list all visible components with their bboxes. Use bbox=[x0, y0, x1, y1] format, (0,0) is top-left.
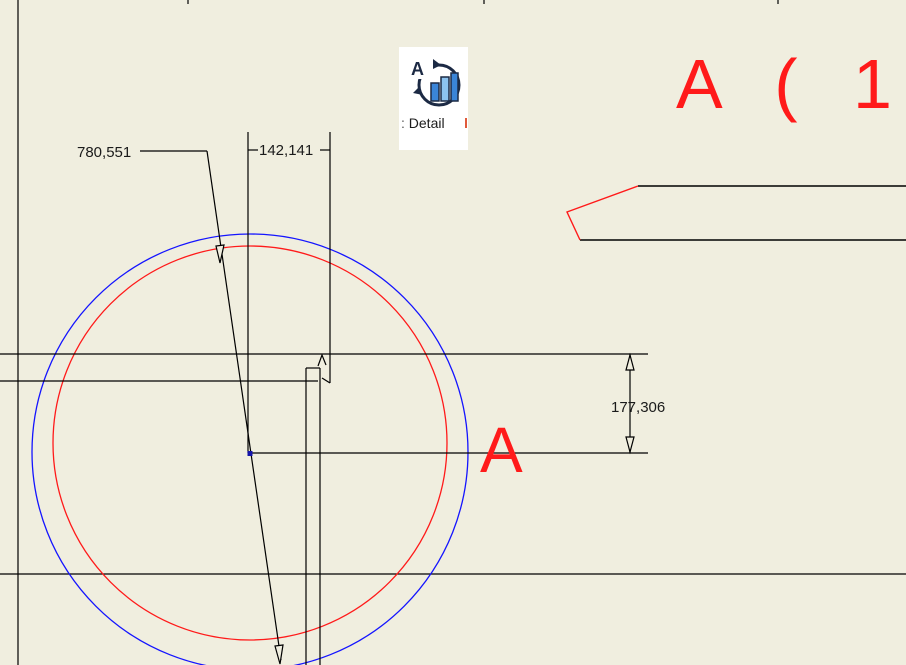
center-point[interactable] bbox=[247, 451, 253, 456]
diameter-dimension[interactable] bbox=[140, 150, 284, 665]
blade-contour[interactable] bbox=[566, 185, 906, 241]
detail-button-label-row: : Detail bbox=[399, 115, 468, 131]
detail-marker[interactable]: A bbox=[480, 414, 523, 486]
construction-lines bbox=[0, 353, 648, 454]
inner-circle[interactable] bbox=[52, 245, 448, 641]
width-extension-lines bbox=[247, 132, 331, 453]
diameter-label[interactable]: 780,551 bbox=[77, 144, 131, 161]
detail-title[interactable]: A ( 1 : bbox=[676, 45, 906, 123]
width-label[interactable]: 142,141 bbox=[259, 142, 313, 159]
outer-circle[interactable] bbox=[31, 233, 469, 665]
detail-view-icon: A bbox=[411, 59, 461, 107]
height-dimension[interactable] bbox=[625, 352, 635, 455]
shaft-outline[interactable] bbox=[305, 353, 327, 665]
detail-button-prefix: : bbox=[401, 115, 405, 131]
detail-button-label: Detail bbox=[408, 115, 445, 131]
svg-text:A: A bbox=[411, 59, 424, 79]
adjacent-button-edge bbox=[465, 118, 467, 128]
height-label[interactable]: 177,306 bbox=[611, 399, 665, 416]
detail-button[interactable]: A : Detail bbox=[399, 47, 468, 150]
